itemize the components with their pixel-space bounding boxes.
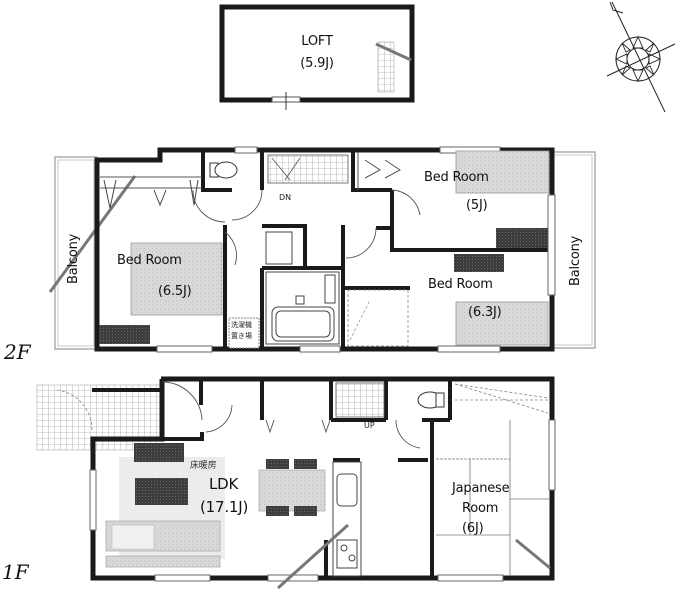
bedroom-3-size: (6.3J)	[468, 305, 502, 320]
ldk-size: (17.1J)	[200, 498, 249, 516]
bedroom-2-name: Bed Room	[424, 170, 489, 185]
break-line	[48, 175, 137, 293]
kitchen-counter	[332, 461, 362, 577]
bed	[455, 301, 549, 346]
dining-chairs	[266, 459, 317, 516]
loft-break-line	[375, 42, 412, 62]
stair-dn-label: DN	[279, 193, 292, 202]
second-floor-plan	[48, 146, 596, 353]
tv-stand	[134, 443, 184, 462]
loft-plan	[219, 4, 415, 110]
desk	[496, 228, 548, 248]
dining-table	[258, 469, 326, 512]
laundry-label-1: 洗濯機	[231, 321, 252, 329]
bedroom-1-name: Bed Room	[117, 253, 182, 268]
desk	[454, 254, 504, 272]
laundry-space	[228, 317, 260, 349]
bed	[455, 150, 550, 194]
bedroom-3-name: Bed Room	[428, 277, 493, 292]
bedroom-1-size: (6.5J)	[158, 284, 192, 299]
japanese-room-name-2: Room	[462, 501, 499, 516]
stair-up-label: UP	[364, 421, 375, 430]
floor-heating-label: 床暖房	[190, 461, 217, 471]
bedroom-2-size: (5J)	[466, 198, 488, 213]
compass-rose-icon	[606, 1, 676, 113]
loft-ladder	[377, 41, 395, 93]
bathroom	[265, 231, 340, 345]
toilet-icon	[209, 161, 238, 179]
desk	[99, 325, 150, 344]
staircase-up	[335, 382, 385, 418]
coffee-table	[135, 478, 188, 505]
loft-size: (5.9J)	[300, 56, 334, 71]
balcony-right-label: Balcony	[568, 235, 583, 286]
japanese-room-name-1: Japanese	[452, 481, 510, 496]
tatami-layout	[436, 420, 549, 575]
toilet-icon	[417, 391, 445, 409]
first-floor-plan	[36, 376, 556, 590]
floor-label-2f: 2F	[4, 340, 31, 364]
balcony-left	[54, 156, 98, 350]
japanese-room-size: (6J)	[462, 521, 484, 536]
ldk-name: LDK	[209, 475, 239, 493]
balcony-left-label: Balcony	[66, 233, 81, 284]
floor-label-1f: 1F	[2, 560, 29, 584]
laundry-label-2: 置き場	[231, 332, 252, 340]
bed	[130, 242, 223, 316]
staircase-down	[267, 154, 349, 184]
loft-name: LOFT	[301, 34, 333, 49]
